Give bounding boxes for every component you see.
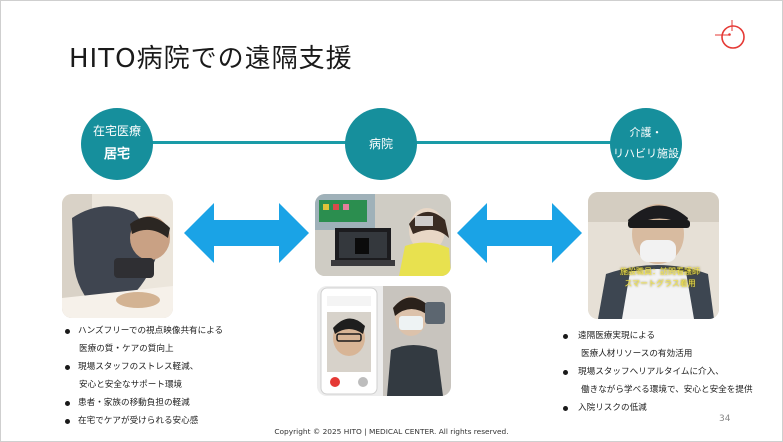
node-hospital-label: 病院 (368, 136, 393, 151)
home-care-photo (62, 194, 173, 318)
list-item: 現場スタッフへリアルタイムに介入、 (563, 368, 781, 386)
hospital-monitor-photo (315, 194, 451, 276)
bullet-text: 患者・家族の移動負担の軽減 (78, 398, 190, 408)
care-smartglass-photo: 施設職員：訪問看護師 スマートグラス着用 (588, 192, 719, 319)
video-call-photo (317, 286, 451, 396)
double-arrow-icon (457, 203, 582, 263)
bullet-icon (65, 419, 70, 424)
care-photo-caption: 施設職員：訪問看護師 スマートグラス着用 (606, 266, 714, 289)
bullet-subtext: 働きながら学べる環境で、安心と安全を提供 (581, 385, 753, 395)
bullet-text: 現場スタッフへリアルタイムに介入、 (578, 367, 724, 377)
bullet-icon (65, 329, 70, 334)
right-bullet-list: 遠隔医療実現による 医療人材リソースの有効活用 現場スタッフへリアルタイムに介入… (563, 332, 781, 422)
bullet-subtext: 医療人材リソースの有効活用 (581, 349, 693, 359)
logo-circle-icon (715, 20, 745, 49)
bullet-icon (563, 334, 568, 339)
bullet-icon (65, 365, 70, 370)
bullet-text: 入院リスクの低減 (578, 403, 647, 413)
node-home-care-sublabel: 居宅 (103, 147, 130, 163)
bullet-text: 遠隔医療実現による (578, 331, 656, 341)
node-care-facility-label: 介護・ (629, 126, 663, 140)
bullet-icon (563, 370, 568, 375)
bullet-icon (563, 406, 568, 411)
bullet-text: 在宅でケアが受けられる安心感 (78, 416, 199, 426)
list-item: 現場スタッフのストレス軽減、 (65, 363, 305, 381)
page-number: 34 (719, 414, 731, 424)
node-hospital: 病院 (345, 108, 417, 180)
list-item: 患者・家族の移動負担の軽減 (65, 399, 305, 417)
double-arrow-icon (184, 203, 309, 263)
care-photo-caption-line2: スマートグラス着用 (624, 278, 696, 288)
bullet-icon (65, 401, 70, 406)
node-care-facility: 介護・ リハビリ施設 (610, 108, 682, 180)
node-home-care-label: 在宅医療 (92, 124, 141, 139)
list-item: 在宅でケアが受けられる安心感 (65, 417, 305, 435)
left-bullet-list: ハンズフリーでの視点映像共有による 医療の質・ケアの質向上 現場スタッフのストレ… (65, 327, 305, 435)
bullet-text: ハンズフリーでの視点映像共有による (78, 326, 224, 336)
bullet-subtext: 医療の質・ケアの質向上 (79, 344, 174, 354)
list-item: 遠隔医療実現による (563, 332, 781, 350)
bullet-subtext: 安心と安全なサポート環境 (79, 380, 183, 390)
bullet-text: 現場スタッフのストレス軽減、 (78, 362, 199, 372)
list-item: 入院リスクの低減 (563, 404, 781, 422)
node-care-facility-sublabel: リハビリ施設 (613, 147, 679, 160)
care-photo-caption-line1: 施設職員：訪問看護師 (620, 267, 700, 276)
copyright-footer: Copyright © 2025 HITO | MEDICAL CENTER. … (274, 427, 509, 436)
slide-title: HITO病院での遠隔支援 (69, 44, 353, 74)
list-item: ハンズフリーでの視点映像共有による (65, 327, 305, 345)
node-home-care: 在宅医療 居宅 (81, 108, 153, 180)
